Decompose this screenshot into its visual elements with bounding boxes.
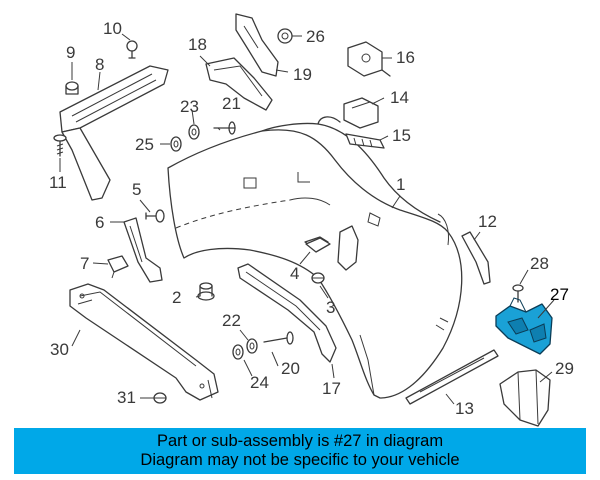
part-7-clip [107, 255, 129, 279]
callout-labels: 1 2 3 4 5 6 7 8 9 10 11 12 13 14 15 16 1… [49, 19, 574, 418]
callout-11: 11 [49, 173, 67, 192]
part-12-strip [461, 231, 491, 285]
callout-7: 7 [80, 254, 89, 273]
part-30-impact-bar [69, 283, 219, 401]
info-banner: Part or sub-assembly is #27 in diagram D… [14, 428, 586, 474]
callout-16: 16 [396, 48, 415, 67]
leader-lines [59, 33, 555, 405]
callout-19: 19 [293, 65, 312, 84]
part-3-nut [311, 272, 325, 284]
part-15-reflector [345, 133, 385, 149]
part-29-tow-cover [499, 369, 551, 427]
callout-28: 28 [530, 254, 549, 273]
part-8-rail [59, 65, 169, 201]
part-11-screw [53, 134, 67, 157]
callout-18: 18 [188, 35, 207, 54]
callout-21: 21 [222, 94, 241, 113]
part-20-bolt [263, 331, 294, 345]
part-9-grommet [65, 81, 79, 95]
part-10-clip [126, 40, 138, 59]
part-bumper-cover [167, 116, 463, 399]
callout-27: 27 [550, 285, 569, 304]
callout-29: 29 [555, 359, 574, 378]
part-2-grommet [197, 282, 215, 301]
callout-24: 24 [250, 373, 269, 392]
callout-20: 20 [281, 359, 300, 378]
banner-line-1: Part or sub-assembly is #27 in diagram [156, 432, 444, 450]
callout-12: 12 [478, 212, 497, 231]
callout-6: 6 [95, 213, 104, 232]
callout-1: 1 [396, 175, 405, 194]
callout-22: 22 [222, 311, 241, 330]
callout-8: 8 [95, 55, 104, 74]
parts-diagram: 1 2 3 4 5 6 7 8 9 10 11 12 13 14 15 16 1… [49, 13, 574, 427]
callout-5: 5 [132, 180, 141, 199]
part-31-nut [153, 392, 167, 404]
callout-10: 10 [103, 19, 122, 38]
part-13-strip [405, 349, 499, 405]
callout-9: 9 [66, 43, 75, 62]
callout-23: 23 [180, 97, 199, 116]
part-4-clip [305, 237, 331, 253]
part-26-nut [277, 28, 293, 44]
callout-4: 4 [290, 264, 299, 283]
part-5-bolt [145, 209, 165, 223]
callout-2: 2 [172, 288, 181, 307]
callout-31: 31 [117, 388, 136, 407]
part-22-washer [246, 338, 258, 354]
callout-3: 3 [326, 298, 335, 317]
part-27-highlighted-bracket [495, 297, 553, 355]
callout-30: 30 [50, 340, 69, 359]
part-18-bracket [205, 13, 279, 111]
part-17-strip [237, 263, 337, 363]
part-23-washer [188, 124, 200, 140]
callout-13: 13 [455, 399, 474, 418]
part-16-sensor-bracket [347, 41, 391, 77]
part-21-bolt [213, 121, 236, 135]
part-25-nut [170, 136, 182, 152]
part-28-bolt [512, 284, 524, 303]
callout-17: 17 [322, 379, 341, 398]
callout-26: 26 [306, 27, 325, 46]
callout-15: 15 [392, 126, 411, 145]
callout-14: 14 [390, 88, 409, 107]
part-24-nut [232, 344, 244, 360]
callout-25: 25 [135, 135, 154, 154]
part-6-strip [123, 217, 163, 283]
part-14-bracket [343, 97, 379, 129]
banner-line-2: Diagram may not be specific to your vehi… [140, 451, 460, 469]
